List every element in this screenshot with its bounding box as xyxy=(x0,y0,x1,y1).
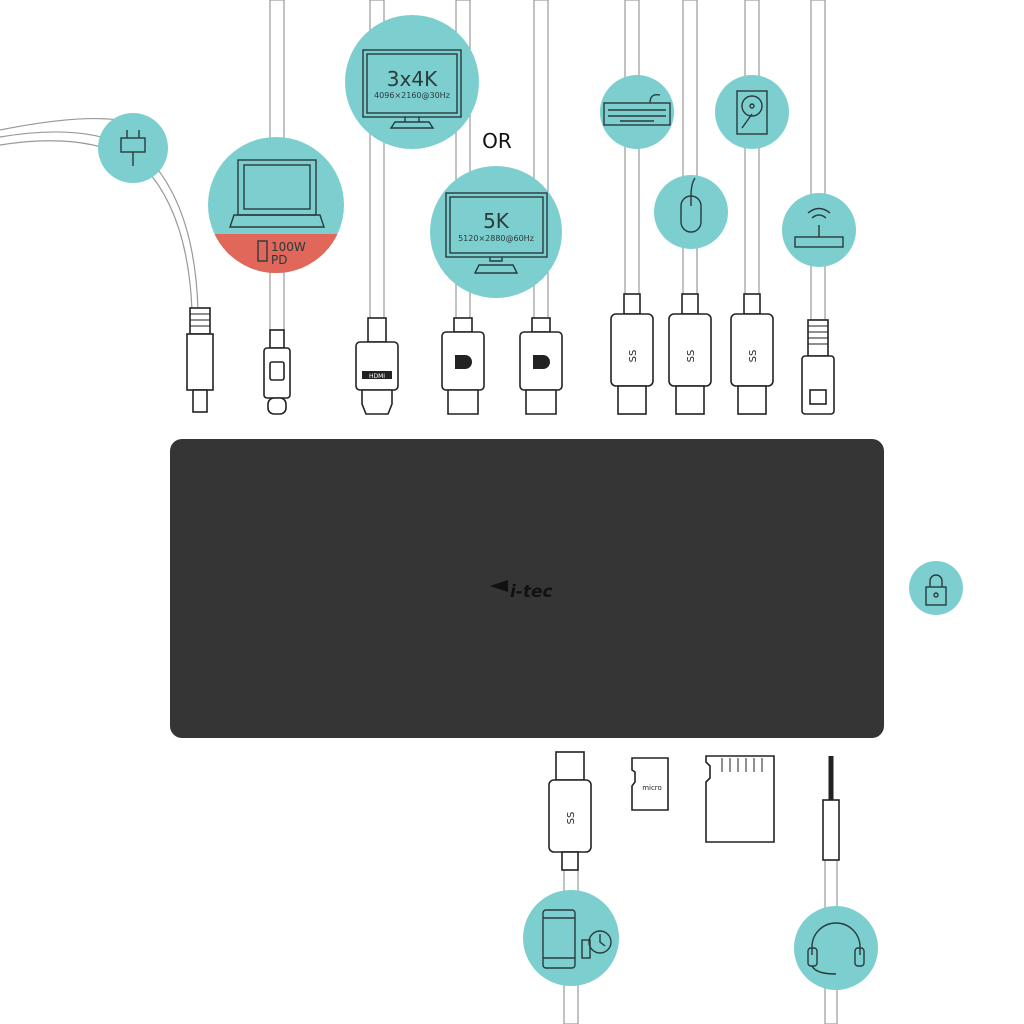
cables-top xyxy=(269,0,826,331)
microsd-card: micro xyxy=(631,757,669,811)
hdmi-logo: HDMI xyxy=(369,373,385,380)
mouse-badge xyxy=(654,175,728,249)
usb-ss-label: SS xyxy=(686,350,697,363)
usb-ss-label: SS xyxy=(628,350,639,363)
usb-c-connector xyxy=(263,329,291,415)
laptop-protocol: PD xyxy=(271,253,287,267)
microsd-label: micro xyxy=(642,784,662,792)
usb-a-connector-drive: SS xyxy=(730,293,774,415)
smartphone-charging-badge xyxy=(523,890,619,986)
displayport-connector-2 xyxy=(519,317,563,415)
usb-a-connector-keyboard: SS xyxy=(610,293,654,415)
power-plug-badge xyxy=(98,113,168,183)
kensington-lock-badge xyxy=(909,561,963,615)
or-separator: OR xyxy=(482,129,512,153)
display-5k-badge: 5K 5120×2880@60Hz xyxy=(430,166,562,298)
display-4k-title: 3x4K xyxy=(387,67,438,91)
battery-icon xyxy=(257,240,268,262)
usb-a-connectors-top: SS SS SS xyxy=(610,293,774,415)
usb-a-connector-bottom: SS xyxy=(548,751,592,871)
audio-jack-connector xyxy=(822,756,840,861)
monitor-icon xyxy=(362,49,462,129)
monitor-icon xyxy=(445,192,548,274)
display-5k-title: 5K xyxy=(483,209,510,233)
headset-badge xyxy=(794,906,878,990)
brand-logo-text: i-tec xyxy=(510,582,553,602)
hard-drive-badge xyxy=(715,75,789,149)
mouse-icon xyxy=(680,177,702,233)
lock-icon xyxy=(925,574,947,606)
headset-icon xyxy=(807,922,865,975)
fast-charge-icon xyxy=(581,930,612,959)
usb-ss-label: SS xyxy=(748,350,759,363)
power-plug-icon xyxy=(120,130,146,166)
hard-drive-icon xyxy=(736,90,768,135)
displayport-connector-1 xyxy=(441,317,485,415)
display-5k-spec: 5120×2880@60Hz xyxy=(458,234,534,243)
hdmi-connector: HDMI xyxy=(355,317,399,415)
dc-power-connector xyxy=(186,307,214,413)
displayport-icon xyxy=(455,355,472,369)
docking-station xyxy=(170,439,884,738)
usb-a-connector-mouse: SS xyxy=(668,293,712,415)
display-4k-badge: 3x4K 4096×2160@30Hz xyxy=(345,15,479,149)
router-icon xyxy=(794,207,844,248)
displayport-icon xyxy=(533,355,550,369)
keyboard-badge xyxy=(600,75,674,149)
smartphone-icon xyxy=(542,909,576,969)
display-4k-spec: 4096×2160@30Hz xyxy=(374,91,450,100)
router-badge xyxy=(782,193,856,267)
laptop-badge: 100W PD xyxy=(208,137,344,273)
i-tec-logo: i-tec xyxy=(490,580,553,602)
rj45-connector xyxy=(801,319,835,415)
laptop-power: 100W xyxy=(271,240,306,254)
usb-ss-label: SS xyxy=(566,812,577,825)
sd-card xyxy=(705,755,775,843)
laptop-icon xyxy=(229,159,325,228)
keyboard-icon xyxy=(603,93,671,126)
